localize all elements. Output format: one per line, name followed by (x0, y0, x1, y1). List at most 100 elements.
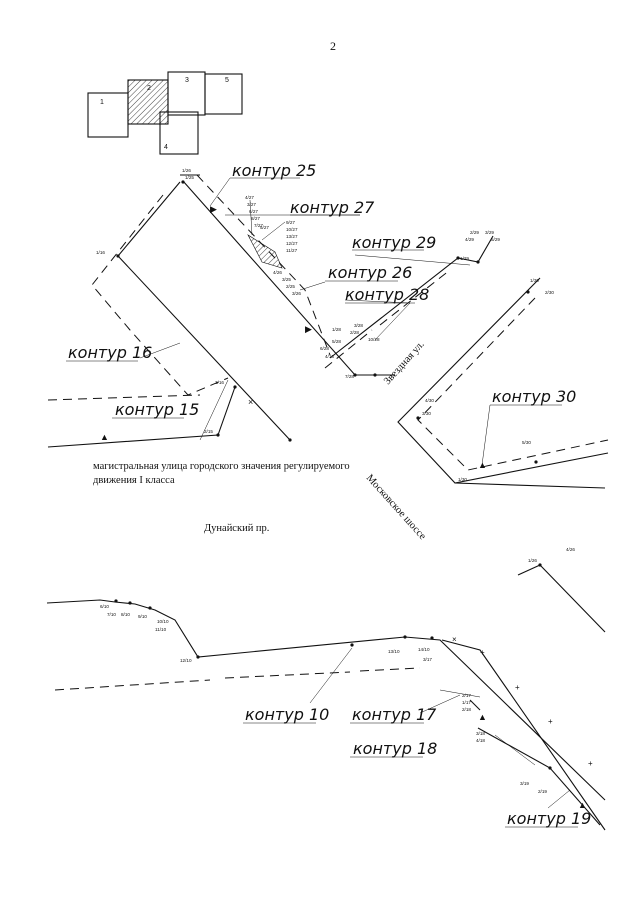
svg-text:11/10: 11/10 (155, 627, 167, 632)
svg-text:+: + (515, 683, 520, 692)
point-labels-lower: 1/26 4/26 6/10 7/10 8/10 9/10 10/10 11/1… (100, 547, 575, 794)
upper-parcels: × ▲ ▲ ▶ ▶ (47, 174, 609, 489)
svg-text:2/17: 2/17 (462, 693, 471, 698)
svg-text:11/27: 11/27 (286, 248, 298, 253)
svg-text:6/10: 6/10 (100, 604, 109, 609)
page-number: 2 (330, 39, 336, 53)
contour-29-label: контур 29 (352, 233, 436, 252)
svg-text:4/26: 4/26 (566, 547, 575, 552)
contour-19-label: контур 19 (507, 809, 591, 828)
svg-text:▲: ▲ (100, 432, 109, 442)
svg-text:10/27: 10/27 (286, 227, 298, 232)
svg-text:6/27: 6/27 (249, 209, 258, 214)
svg-text:1/16: 1/16 (96, 250, 105, 255)
svg-text:▲: ▲ (478, 460, 487, 470)
svg-text:3/29: 3/29 (485, 230, 494, 235)
key-label-1: 1 (100, 99, 104, 106)
road-markers: × ▲ ▲ ▶ ▶ (100, 180, 538, 470)
svg-text:1/29: 1/29 (460, 256, 469, 261)
svg-text:7/28: 7/28 (345, 374, 354, 379)
svg-text:13/27: 13/27 (286, 234, 298, 239)
svg-text:2/29: 2/29 (470, 230, 479, 235)
contour-27-cluster (247, 199, 286, 269)
svg-text:▲: ▲ (478, 712, 487, 722)
svg-text:1/26: 1/26 (182, 168, 191, 173)
svg-text:4/18: 4/18 (476, 738, 485, 743)
svg-text:12/27: 12/27 (286, 241, 298, 246)
svg-text:▲: ▲ (578, 800, 587, 810)
svg-text:4/16: 4/16 (325, 354, 334, 359)
svg-text:4/26: 4/26 (273, 270, 282, 275)
svg-text:5/30: 5/30 (522, 440, 531, 445)
svg-text:1/28: 1/28 (332, 327, 341, 332)
arterial-street-line-1: магистральная улица городского значения … (93, 461, 350, 472)
svg-text:2/19: 2/19 (538, 789, 547, 794)
svg-text:14/10: 14/10 (418, 647, 430, 652)
svg-text:3/30: 3/30 (422, 411, 431, 416)
svg-text:5/27: 5/27 (260, 225, 269, 230)
svg-text:2/25: 2/25 (286, 284, 295, 289)
contour-15-label: контур 15 (115, 400, 199, 419)
svg-text:+: + (548, 717, 553, 726)
svg-text:3/25: 3/25 (282, 277, 291, 282)
key-label-3: 3 (185, 77, 189, 84)
key-sheet-1 (87, 92, 129, 138)
svg-text:3/16: 3/16 (215, 380, 224, 385)
svg-text:×: × (452, 635, 457, 644)
svg-text:1/30: 1/30 (530, 278, 539, 283)
svg-text:1/26: 1/26 (528, 558, 537, 563)
svg-text:1/25: 1/25 (185, 175, 194, 180)
svg-text:3/18: 3/18 (476, 731, 485, 736)
svg-text:7/10: 7/10 (107, 612, 116, 617)
svg-text:7/27: 7/27 (254, 223, 263, 228)
svg-text:▶: ▶ (305, 324, 312, 334)
svg-text:3/27: 3/27 (247, 202, 256, 207)
svg-text:3/19: 3/19 (520, 781, 529, 786)
contour-26-label: контур 26 (328, 263, 412, 282)
point-labels-upper: 1/26 1/25 1/16 4/27 3/27 6/27 8/27 7/27 … (96, 168, 554, 482)
lower-parcels: × + + + + ▲ ▲ (46, 563, 606, 831)
key-map: 1 2 3 5 4 (87, 71, 243, 155)
contour-18-label: контур 18 (353, 739, 437, 758)
svg-text:9/10: 9/10 (138, 614, 147, 619)
arterial-street-line-2: движения I класса (93, 475, 175, 486)
svg-text:1/17: 1/17 (462, 700, 471, 705)
svg-text:+: + (480, 648, 485, 657)
key-label-4: 4 (164, 144, 168, 151)
zvezdnaya-street: Звездная ул. (382, 339, 427, 387)
svg-text:13/10: 13/10 (388, 649, 400, 654)
dunaysky-prospekt: Дунайский пр. (204, 523, 269, 534)
leader-lines (139, 177, 491, 466)
svg-text:4/29: 4/29 (465, 237, 474, 242)
svg-text:6/28: 6/28 (320, 346, 329, 351)
svg-text:10/28: 10/28 (368, 337, 380, 342)
contour-10-label: контур 10 (245, 705, 329, 724)
contour-25-label: контур 25 (232, 161, 316, 180)
moskovskoe-shosse: Московское шоссе (364, 473, 428, 543)
svg-text:5/29: 5/29 (491, 237, 500, 242)
key-label-2: 2 (147, 85, 151, 92)
key-sheet-2 (127, 79, 169, 125)
svg-text:1/30: 1/30 (458, 477, 467, 482)
contour-28-label: контур 28 (345, 285, 429, 304)
svg-text:8/27: 8/27 (251, 216, 260, 221)
svg-text:▶: ▶ (210, 204, 217, 214)
svg-text:2/30: 2/30 (545, 290, 554, 295)
svg-text:10/10: 10/10 (157, 619, 169, 624)
svg-text:4/30: 4/30 (425, 398, 434, 403)
svg-text:5/28: 5/28 (332, 339, 341, 344)
svg-text:8/10: 8/10 (121, 612, 130, 617)
key-label-5: 5 (225, 77, 229, 84)
contour-30-label: контур 30 (492, 387, 576, 406)
svg-text:3/26: 3/26 (292, 291, 301, 296)
contour-27-label: контур 27 (290, 198, 375, 217)
svg-text:2/18: 2/18 (462, 707, 471, 712)
contour-16-label: контур 16 (68, 343, 152, 362)
svg-text:4/27: 4/27 (245, 195, 254, 200)
svg-text:12/10: 12/10 (180, 658, 192, 663)
svg-text:+: + (588, 759, 593, 768)
svg-text:2/28: 2/28 (350, 330, 359, 335)
key-sheet-4 (159, 111, 199, 155)
key-sheet-5 (204, 73, 243, 115)
contour-17-label: контур 17 (352, 705, 437, 724)
